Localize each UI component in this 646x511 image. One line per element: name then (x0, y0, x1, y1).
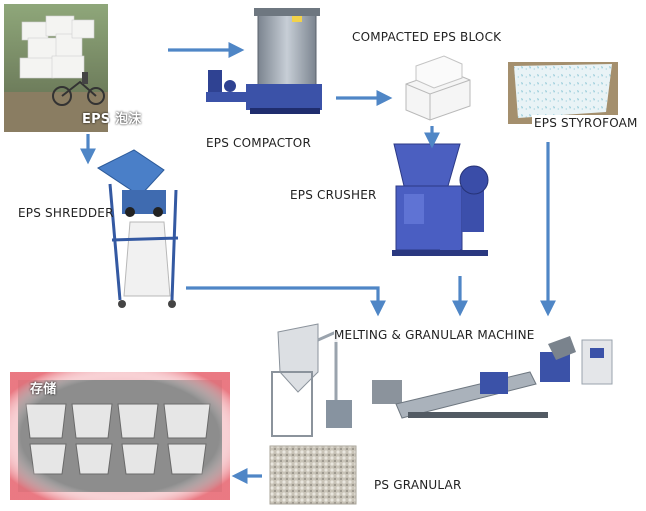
storage-photo (10, 372, 230, 500)
melting-granular-line (271, 323, 613, 437)
label-eps-crusher: EPS CRUSHER (290, 188, 377, 202)
eps-shredder-machine (97, 149, 179, 308)
label-eps-shredder: EPS SHREDDER (18, 206, 114, 220)
label-ps-granular: PS GRANULAR (374, 478, 462, 492)
eps-compactor-machine (206, 8, 322, 114)
compacted-eps-block (405, 55, 471, 121)
label-melting-granular-machine: MELTING & GRANULAR MACHINE (334, 328, 535, 342)
eps-foam-photo (4, 4, 108, 132)
eps-crusher-machine (392, 143, 489, 256)
label-eps-styrofoam: EPS STYROFOAM (534, 116, 638, 130)
label-eps-source: EPS 泡沫 (82, 112, 142, 127)
label-compacted-eps-block: COMPACTED EPS BLOCK (352, 30, 502, 44)
label-eps-compactor: EPS COMPACTOR (206, 136, 311, 150)
ps-granular-photo (269, 445, 357, 505)
arrow-shredder-to-melting (186, 286, 386, 317)
label-storage: 存储 (30, 382, 57, 397)
eps-styrofoam-photo (508, 62, 644, 135)
